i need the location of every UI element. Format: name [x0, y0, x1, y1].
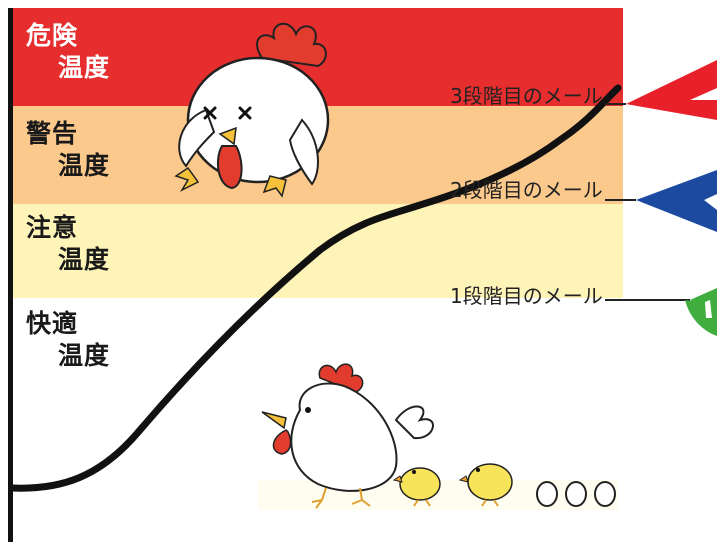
- mail-level-1-label: 1段階目のメール: [450, 284, 603, 308]
- temperature-axis: [8, 8, 13, 542]
- zone-label-caution-line2: 温度: [58, 245, 111, 274]
- zone-label-danger: 危険 温度: [26, 20, 110, 84]
- zone-label-caution: 注意 温度: [26, 212, 110, 276]
- zone-label-warning-line1: 警告: [26, 119, 79, 148]
- zone-label-danger-line1: 危険: [26, 21, 79, 50]
- zone-label-warning: 警告 温度: [26, 118, 110, 182]
- zone-label-danger-line2: 温度: [58, 53, 111, 82]
- egg-icon: [536, 481, 558, 507]
- envelope-icon: [636, 170, 717, 232]
- envelope-icon: [626, 60, 717, 120]
- zone-label-caution-line1: 注意: [26, 213, 79, 242]
- zone-label-comfort-line1: 快適: [26, 309, 79, 338]
- fainted-chicken-icon: [174, 23, 330, 198]
- egg-icon: [565, 481, 587, 507]
- hen-with-chicks-icon: [258, 363, 618, 510]
- mail-level-2-label: 2段階目のメール: [450, 178, 603, 202]
- mail-level-3-label: 3段階目のメール: [450, 84, 603, 108]
- zone-label-warning-line2: 温度: [58, 151, 111, 180]
- egg-icon: [594, 481, 616, 507]
- envelope-icon: [685, 288, 717, 336]
- temperature-curve: [8, 84, 622, 492]
- zone-label-comfort: 快適 温度: [26, 308, 110, 372]
- zone-label-comfort-line2: 温度: [58, 341, 111, 370]
